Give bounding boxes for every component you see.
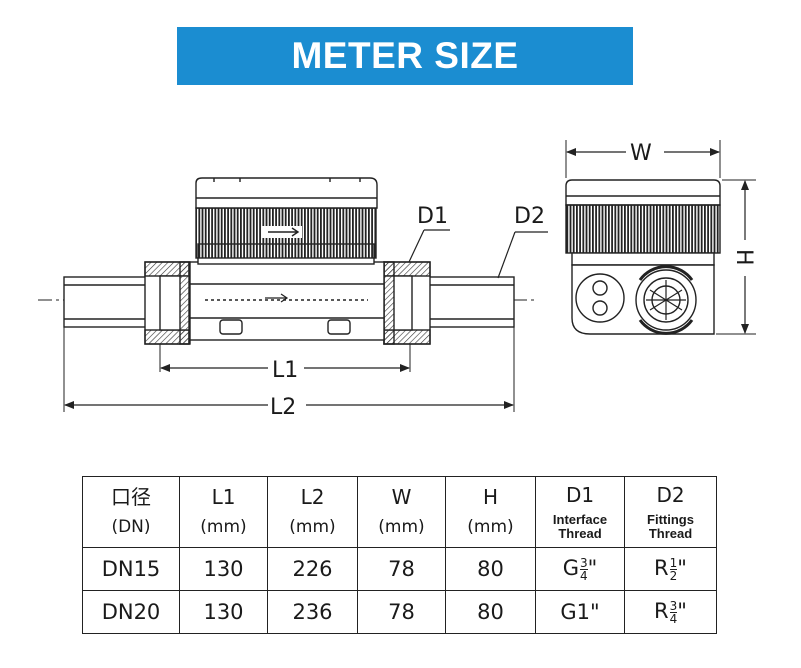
side-view	[38, 177, 548, 412]
cell-l2: 236	[267, 590, 358, 634]
cell-h: 80	[445, 590, 536, 634]
cell-d1: G1"	[535, 590, 625, 634]
label-l2: L2	[270, 395, 296, 420]
end-view	[565, 140, 756, 335]
cell-w: 78	[357, 547, 446, 591]
label-l1: L1	[272, 358, 298, 383]
label-h: H	[731, 249, 756, 266]
banner-title: METER SIZE	[291, 35, 519, 76]
header-dn: 口径(DN)	[82, 476, 180, 548]
title-banner: METER SIZE	[177, 27, 633, 85]
header-w: W(mm)	[357, 476, 446, 548]
cell-l1: 130	[179, 590, 268, 634]
label-d2: D2	[514, 204, 545, 229]
cell-dn: DN15	[82, 547, 180, 591]
header-l1: L1(mm)	[179, 476, 268, 548]
cell-dn: DN20	[82, 590, 180, 634]
header-h: H(mm)	[445, 476, 536, 548]
cell-h: 80	[445, 547, 536, 591]
label-w: W	[630, 141, 652, 166]
meter-drawing: D1 D2 L1 L2 W H	[38, 140, 756, 420]
cell-l2: 226	[267, 547, 358, 591]
label-d1: D1	[417, 204, 448, 229]
header-l2: L2(mm)	[267, 476, 358, 548]
cell-w: 78	[357, 590, 446, 634]
cell-l1: 130	[179, 547, 268, 591]
